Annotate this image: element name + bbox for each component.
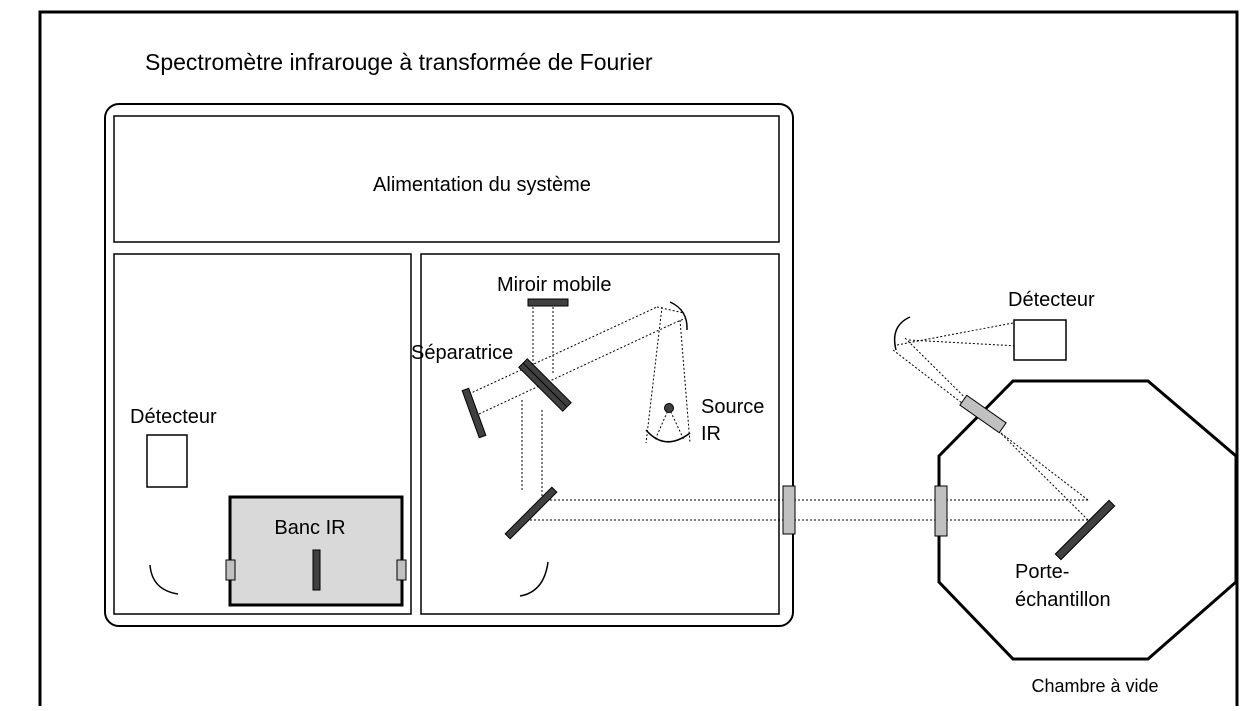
chamber-entrance-window (934, 485, 948, 537)
outer-frame (38, 10, 1239, 706)
internal-focusing-mirror (149, 564, 179, 595)
source-label-line2: IR (701, 423, 721, 445)
diagram-title: Spectromètre infrarouge à transformée de… (145, 49, 653, 75)
chamber-exit-window (959, 394, 1007, 434)
ir-bench-window-right (396, 559, 407, 581)
sample-holder-label-line2: échantillon (1015, 589, 1111, 611)
ir-bench-window-left (225, 559, 236, 581)
spectrometer-housing (104, 103, 794, 627)
interferometer-compartment (420, 253, 780, 615)
ir-source (664, 403, 674, 413)
ir-bench-label: Banc IR (274, 517, 345, 539)
vacuum-chamber-label: Chambre à vide (1031, 676, 1158, 696)
beam-splitter-label: Séparatrice (411, 342, 513, 364)
output-focusing-mirror (519, 561, 549, 597)
detector-compartment (113, 253, 412, 615)
ir-source-reflector (645, 429, 691, 443)
beam-splitter (518, 358, 572, 412)
moving-mirror (527, 298, 569, 307)
external-detector-label: Détecteur (1008, 289, 1095, 311)
moving-mirror-label: Miroir mobile (497, 274, 611, 296)
internal-detector-label: Détecteur (130, 406, 217, 428)
power-supply-label: Alimentation du système (373, 174, 591, 196)
spectrometer-window (782, 485, 796, 535)
external-focusing-mirror (893, 316, 911, 351)
source-label-line1: Source (701, 396, 764, 418)
interferometer-beams (468, 303, 1089, 521)
internal-detector (146, 434, 188, 488)
external-detector (1013, 319, 1067, 361)
sample-holder-label-line1: Porte- (1015, 561, 1069, 583)
output-flat-mirror (504, 486, 558, 540)
fixed-mirror (461, 387, 487, 439)
sample-holder (1054, 499, 1116, 561)
ir-bench-sample (312, 549, 321, 591)
collimating-mirror (669, 301, 688, 331)
power-supply-compartment (113, 115, 780, 243)
